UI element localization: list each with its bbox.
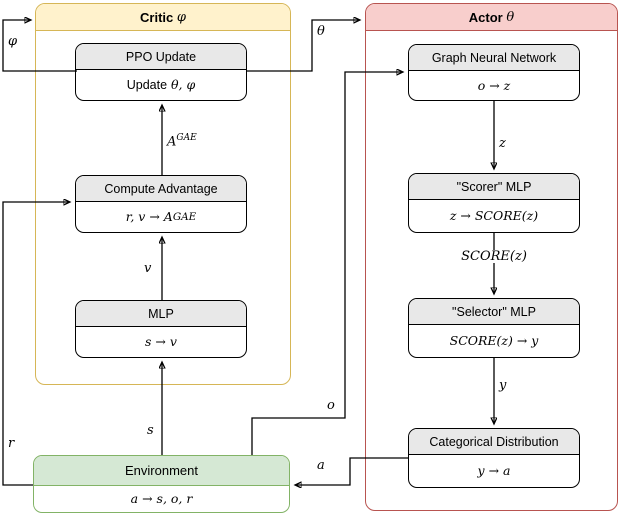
- actor-group-header: Actor θ: [366, 4, 617, 31]
- mlp-node: MLP s → v: [75, 300, 247, 358]
- edge-label-r: r: [8, 436, 15, 451]
- graph-neural-network-header: Graph Neural Network: [409, 45, 579, 71]
- compute-advantage-body-math: r, v → A: [125, 209, 173, 224]
- selector-mlp-node: "Selector" MLP SCORE(z) → y: [408, 298, 580, 358]
- edge-label-theta: θ: [317, 24, 325, 39]
- actor-title: Actor: [468, 9, 503, 25]
- ppo-update-node: PPO Update Update θ, φ: [75, 43, 247, 101]
- edge-label-advantage-base: A: [167, 134, 177, 150]
- ppo-update-header: PPO Update: [76, 44, 246, 70]
- critic-group-header: Critic φ: [36, 4, 290, 31]
- edge-label-advantage: AGAE: [167, 133, 197, 150]
- scorer-mlp-body: z → SCORE(z): [449, 208, 539, 223]
- compute-advantage-header: Compute Advantage: [76, 176, 246, 202]
- scorer-mlp-header: "Scorer" MLP: [409, 174, 579, 200]
- mlp-header: MLP: [76, 301, 246, 327]
- selector-mlp-body: SCORE(z) → y: [449, 333, 539, 348]
- graph-neural-network-body: o → z: [477, 78, 511, 93]
- environment-header: Environment: [34, 456, 289, 486]
- environment-body: a → s, o, r: [130, 491, 193, 506]
- edge-label-score: SCORE(z): [458, 250, 530, 263]
- categorical-distribution-node: Categorical Distribution y → a: [408, 428, 580, 488]
- edge-label-v: v: [144, 261, 152, 276]
- environment-node: Environment a → s, o, r: [33, 455, 290, 513]
- selector-mlp-header: "Selector" MLP: [409, 299, 579, 325]
- ppo-update-body-math: θ, φ: [171, 77, 196, 92]
- edge-label-a: a: [317, 458, 325, 473]
- compute-advantage-body-sup: GAE: [172, 210, 197, 223]
- critic-title: Critic: [140, 9, 174, 25]
- edge-label-s: s: [147, 423, 154, 438]
- edge-label-o: o: [327, 398, 335, 413]
- critic-title-symbol: φ: [176, 9, 186, 25]
- categorical-distribution-body: y → a: [477, 463, 511, 478]
- edge-label-advantage-sup: GAE: [176, 133, 197, 143]
- ppo-update-body: Update θ, φ: [76, 70, 246, 99]
- edge-label-phi: φ: [8, 34, 18, 49]
- edge-label-z: z: [499, 136, 506, 151]
- categorical-distribution-header: Categorical Distribution: [409, 429, 579, 455]
- scorer-mlp-node: "Scorer" MLP z → SCORE(z): [408, 173, 580, 233]
- edge-label-y: y: [499, 378, 507, 393]
- ppo-update-body-text: Update: [126, 77, 168, 92]
- mlp-body: s → v: [145, 334, 177, 349]
- actor-title-symbol: θ: [506, 9, 515, 25]
- graph-neural-network-node: Graph Neural Network o → z: [408, 44, 580, 101]
